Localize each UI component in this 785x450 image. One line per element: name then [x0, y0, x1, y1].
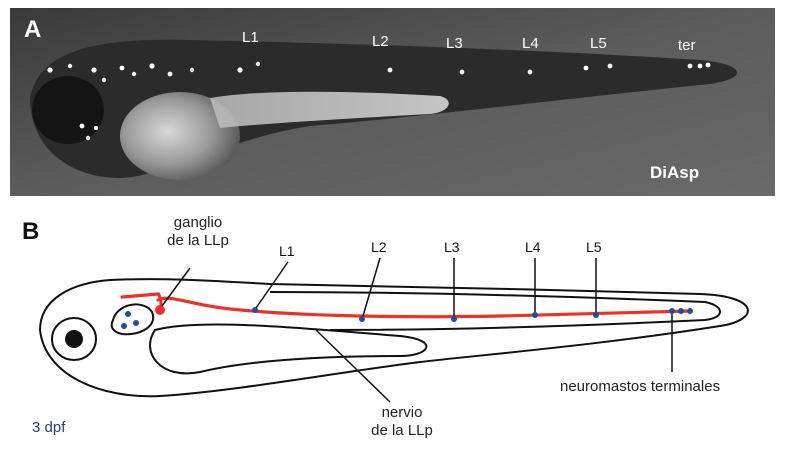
panel-b-schematic: B ganglio de la LLp L1 L2 L3 L4 L5 nervi…	[0, 200, 785, 450]
ganglion-label: ganglio de la LLp	[148, 214, 248, 250]
label-b-l4: L4	[525, 240, 541, 254]
ganglion-label-line1: ganglio	[148, 214, 248, 232]
label-a-l5: L5	[590, 36, 607, 51]
label-a-l1: L1	[242, 30, 259, 45]
ganglion-label-line2: de la LLp	[148, 232, 248, 250]
label-a-l2: L2	[372, 34, 389, 49]
nerve-label: nervio de la LLp	[352, 404, 452, 440]
label-a-ter: ter	[678, 38, 696, 53]
nerve-label-line2: de la LLp	[352, 422, 452, 440]
panel-a-micrograph: A L1 L2 L3 L4 L5 ter DiAsp	[10, 8, 775, 196]
larva-eye	[32, 76, 104, 144]
label-a-l4: L4	[522, 36, 539, 51]
terminal-neuromasts-label: neuromastos terminales	[560, 378, 720, 396]
stage-label: 3 dpf	[32, 420, 65, 435]
panel-b-letter: B	[22, 220, 39, 244]
label-b-l5: L5	[586, 240, 602, 254]
label-b-l1: L1	[279, 244, 295, 258]
label-b-l3: L3	[444, 240, 460, 254]
eye-pupil	[65, 330, 83, 348]
panel-a-letter: A	[24, 18, 41, 42]
stain-label: DiAsp	[650, 164, 699, 181]
llp-ganglion	[155, 305, 165, 315]
nerve-label-line1: nervio	[352, 404, 452, 422]
label-b-l2: L2	[371, 240, 387, 254]
label-a-l3: L3	[446, 36, 463, 51]
